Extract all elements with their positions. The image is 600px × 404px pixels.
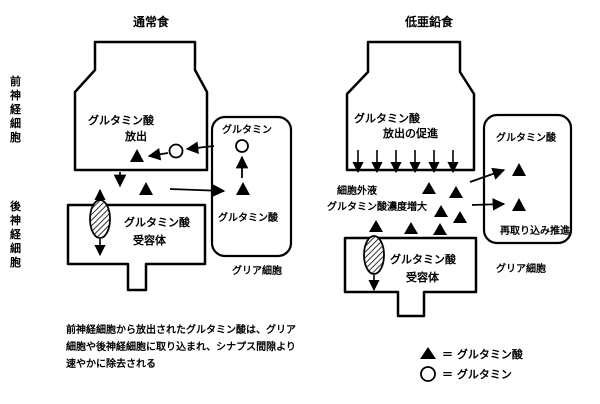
right-glia-glutamate-triangle-2 (512, 198, 526, 211)
side-label-postsynaptic: 後 神 経 細 胞 (10, 199, 22, 269)
left-glia-caption: グリア細胞 (232, 264, 282, 277)
svg-text:神: 神 (10, 88, 21, 102)
left-postsynaptic-neuron (66, 203, 207, 292)
right-receptor (363, 235, 385, 275)
legend-triangle-label: ＝ グルタミン酸 (442, 347, 524, 361)
svg-text:細: 細 (10, 116, 21, 130)
right-cleft-label2: グルタミン酸濃度増大 (327, 200, 427, 213)
right-cleft-label: 細胞外液 (337, 184, 377, 197)
left-pre-glutamate-triangle (130, 149, 144, 162)
svg-text:経: 経 (10, 227, 22, 241)
right-reuptake-label: 再取り込み推進 (500, 224, 571, 237)
left-circle-to-triangle-arrow (147, 148, 169, 161)
left-pre-label: グルタミン酸 (88, 113, 155, 127)
right-pre-label: グルタミン酸 (354, 111, 421, 125)
right-post-label2: 受容体 (406, 270, 440, 284)
left-presynaptic-neuron (73, 40, 209, 172)
right-cleft-to-glia-arrow-2 (471, 198, 506, 211)
right-cleft-glutamate-triangles (369, 182, 467, 235)
left-post-label2: 受容体 (133, 233, 167, 247)
side-label-presynaptic: 前 神 経 細 胞 (10, 74, 22, 144)
right-glia-cell (482, 113, 573, 245)
right-glia-caption: グリア細胞 (496, 262, 546, 275)
right-cleft-to-glia-arrow-1 (469, 167, 506, 183)
left-pre-label2: 放出 (124, 129, 147, 143)
svg-text:前: 前 (10, 74, 21, 88)
left-panel-title: 通常食 (133, 14, 170, 29)
left-glia-to-pre-arrow (185, 141, 215, 155)
left-glia-glutamine-circle (235, 139, 249, 153)
right-glia-glutamate-triangle-1 (512, 163, 526, 176)
svg-text:神: 神 (10, 213, 21, 227)
legend-triangle-icon (420, 347, 436, 359)
left-glia-glutamate-triangle (236, 182, 250, 195)
left-receptor (89, 199, 111, 239)
right-panel-title: 低亜鉛食 (404, 14, 454, 29)
caption-line-2: 細胞や後神経細胞に取り込まれ、シナプス間隙より (66, 340, 296, 353)
left-glia-cell (210, 115, 293, 258)
right-presynaptic-neuron (345, 40, 476, 172)
svg-text:胞: 胞 (10, 130, 21, 144)
svg-text:胞: 胞 (10, 255, 21, 269)
svg-text:経: 経 (10, 102, 22, 116)
svg-text:細: 細 (10, 241, 21, 255)
right-glia-label: グルタミン酸 (496, 131, 557, 144)
left-glia-label: グルタミン (222, 123, 272, 136)
left-cleft-to-glia-arrow (169, 184, 226, 197)
legend-circle-label: ＝ グルタミン (442, 367, 512, 381)
right-pre-label2: 放出の促進 (382, 126, 439, 140)
left-glia-label2: グルタミン酸 (218, 211, 279, 224)
caption-line-1: 前神経細胞から放出されたグルタミン酸は、グリア (66, 323, 296, 336)
svg-text:後: 後 (10, 199, 22, 213)
right-post-label: グルタミン酸 (390, 252, 457, 266)
legend-circle-icon (420, 366, 436, 382)
left-pre-glutamine-circle (168, 143, 184, 159)
caption-line-3: 速やかに除去される (66, 357, 156, 370)
left-post-label: グルタミン酸 (124, 215, 191, 229)
right-release-arrows (352, 150, 459, 174)
right-postsynaptic-neuron (343, 236, 478, 318)
left-cleft-glutamate-triangle (139, 182, 153, 195)
